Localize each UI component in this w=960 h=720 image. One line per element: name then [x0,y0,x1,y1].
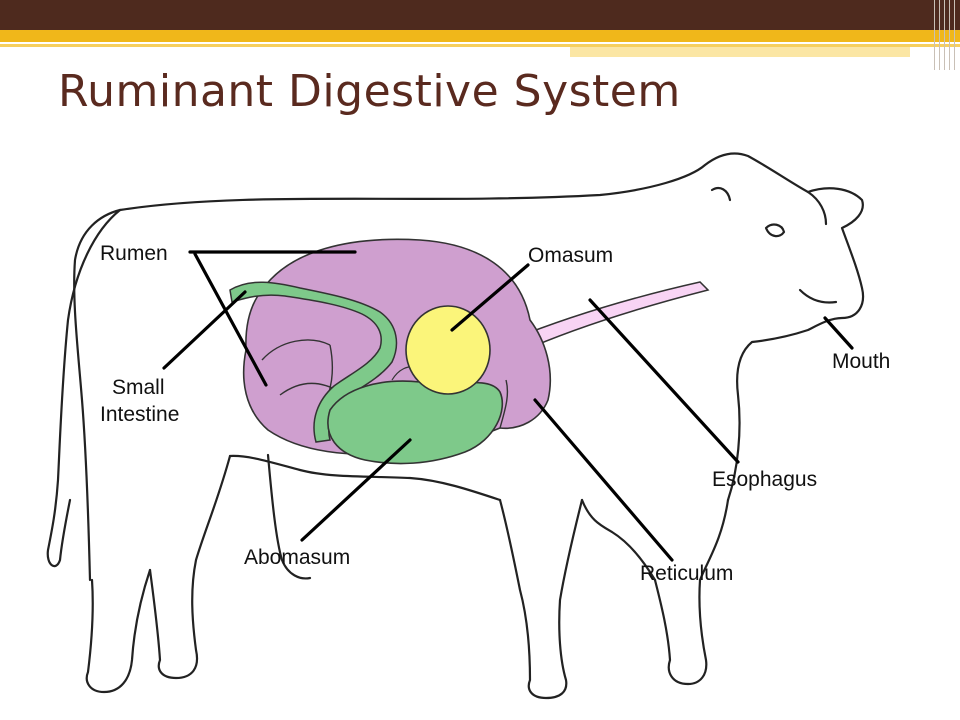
label-small-intestine-line1: Small [112,376,165,399]
header-bar-gold-thin [0,44,960,47]
omasum-organ [405,305,491,395]
label-omasum: Omasum [528,244,613,267]
label-rumen: Rumen [100,242,168,265]
label-esophagus: Esophagus [712,468,817,491]
esophagus-tube [508,281,710,353]
header-bar-gold [0,30,960,42]
header-bar-pale [570,47,910,57]
pointer-lines [162,250,854,562]
slide-title: Ruminant Digestive System [58,66,681,117]
abomasum-organ [327,380,504,465]
small-intestine-organ [229,281,398,443]
label-abomasum: Abomasum [244,546,350,569]
header-corner-lines [930,0,960,70]
header-bar-dark [0,0,960,30]
label-small-intestine-line2: Intestine [100,403,179,426]
label-mouth: Mouth [832,350,890,373]
label-reticulum: Reticulum [640,562,733,585]
cow-outline [46,152,865,700]
